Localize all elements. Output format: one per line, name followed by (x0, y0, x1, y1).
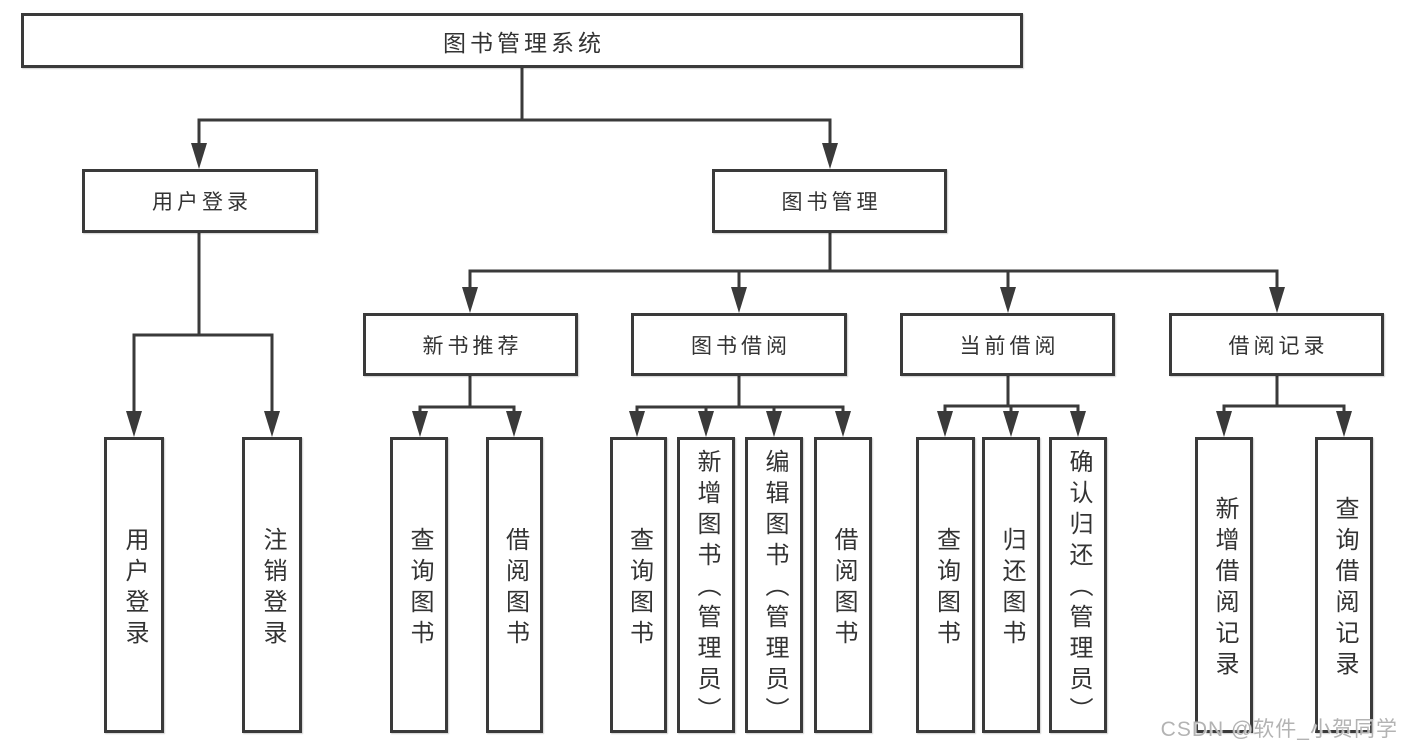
leaf-label: 新增借阅记录 (1211, 495, 1238, 682)
node-borrow-record: 借阅记录 (1169, 313, 1384, 376)
connector-borrow-record-to-leaves (1216, 376, 1352, 437)
leaf-borrow-books-recommend: 借阅图书 (486, 437, 543, 733)
node-library-system: 图书管理系统 (21, 13, 1023, 68)
connector-current-borrow-to-leaves (937, 376, 1086, 437)
leaf-label: 新增图书（管理员） (693, 449, 720, 728)
connector-user-login-to-leaves (126, 233, 280, 437)
leaf-confirm-return-admin: 确认归还（管理员） (1049, 437, 1107, 733)
leaf-label: 查询图书 (932, 526, 960, 651)
leaf-label: 查询图书 (625, 526, 653, 651)
node-label: 图书借阅 (691, 334, 791, 358)
leaf-query-books-borrow: 查询图书 (610, 437, 667, 733)
node-new-book-recommend: 新书推荐 (363, 313, 578, 376)
node-label: 当前借阅 (959, 334, 1060, 358)
leaf-borrow-books: 借阅图书 (814, 437, 872, 733)
node-label: 借阅记录 (1228, 334, 1329, 358)
leaf-logout: 注销登录 (242, 437, 302, 733)
connector-new-book-to-leaves (412, 376, 522, 437)
leaf-label: 编辑图书（管理员） (761, 449, 788, 728)
leaf-query-borrow-record: 查询借阅记录 (1315, 437, 1373, 733)
node-book-management: 图书管理 (712, 169, 947, 233)
leaf-query-books-recommend: 查询图书 (390, 437, 448, 733)
leaf-label: 查询借阅记录 (1331, 495, 1358, 682)
connector-book-borrow-to-leaves (629, 376, 851, 437)
leaf-label: 借阅图书 (501, 526, 529, 651)
node-label: 新书推荐 (422, 334, 523, 358)
leaf-label: 用户登录 (121, 526, 148, 651)
leaf-edit-books-admin: 编辑图书（管理员） (745, 437, 803, 733)
leaf-label: 确认归还（管理员） (1065, 449, 1092, 728)
connector-root-to-level2 (191, 68, 838, 169)
node-book-borrow: 图书借阅 (631, 313, 847, 376)
leaf-label: 归还图书 (998, 526, 1025, 651)
leaf-label: 查询图书 (406, 526, 433, 651)
node-current-borrow: 当前借阅 (900, 313, 1115, 376)
leaf-return-books: 归还图书 (982, 437, 1040, 733)
leaf-user-login: 用户登录 (104, 437, 164, 733)
leaf-label: 注销登录 (259, 526, 286, 651)
node-label: 用户登录 (152, 191, 252, 214)
leaf-add-borrow-record: 新增借阅记录 (1195, 437, 1253, 733)
node-label: 图书管理 (781, 191, 882, 214)
node-user-login: 用户登录 (82, 169, 318, 233)
leaf-add-books-admin: 新增图书（管理员） (677, 437, 735, 733)
csdn-watermark: CSDN @软件_小贺同学 (1160, 718, 1398, 741)
connector-book-management-to-level3 (462, 233, 1285, 313)
leaf-label: 借阅图书 (830, 526, 857, 651)
leaf-query-books-current: 查询图书 (916, 437, 975, 733)
node-label: 图书管理系统 (443, 29, 605, 56)
